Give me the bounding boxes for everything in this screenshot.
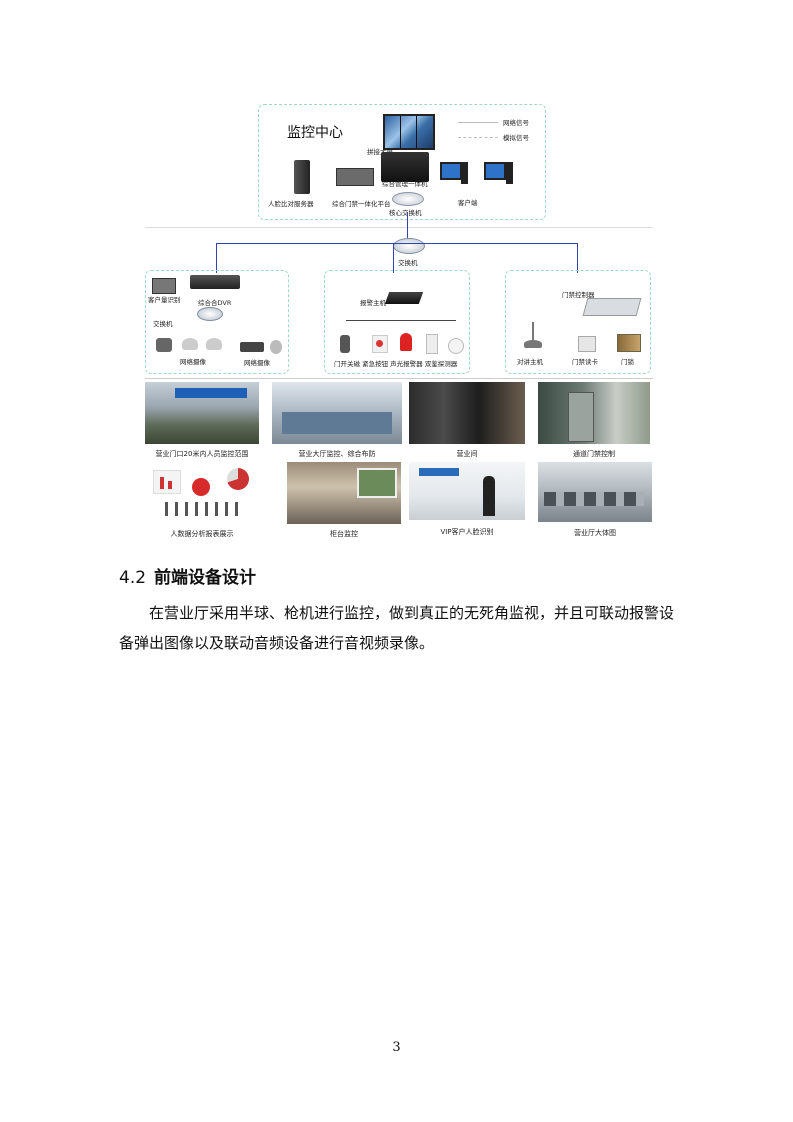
- body-paragraph: 在营业厅采用半球、枪机进行监控，做到真正的无死角监视，并且可联动报警设备弹出图像…: [119, 604, 675, 652]
- photo-lobby: [538, 462, 652, 522]
- strobe-alarm-label: 声光报警器: [390, 360, 423, 368]
- server-tower-icon: [294, 160, 310, 194]
- door-lock-icon: [617, 334, 641, 352]
- section-title: 前端设备设计: [154, 568, 257, 588]
- client-pc-tower-icon: [461, 162, 468, 184]
- dome-camera-icon: [182, 338, 198, 350]
- left-group-box: [145, 270, 289, 374]
- platform-device-icon: [336, 168, 374, 186]
- section-heading: 4.2 前端设备设计: [119, 563, 256, 588]
- monitoring-center-box: [258, 104, 546, 220]
- legend-network-label: 网络信号: [503, 119, 529, 127]
- smoke-detector-icon: [448, 338, 464, 354]
- door-sensor-icon: [340, 335, 350, 353]
- bus-drop-middle: [393, 243, 394, 273]
- core-switch-label: 核心交换机: [389, 209, 422, 217]
- caption-analytics: 人数据分析报表展示: [170, 530, 234, 538]
- left-switch-label: 交换机: [153, 320, 173, 328]
- middle-group-box: [324, 270, 470, 374]
- nvr-label: 综合管理一体机: [382, 180, 428, 188]
- right-group-box: [505, 270, 651, 374]
- caption-counter: 柜台监控: [330, 530, 358, 538]
- nvr-icon: [381, 152, 429, 182]
- section-number: 4.2: [119, 568, 147, 588]
- card-reader-icon: [578, 336, 596, 352]
- video-wall-label: 拼接大屏: [367, 148, 393, 156]
- legend-analog-label: 模拟信号: [503, 134, 529, 142]
- intercom-icon: [532, 322, 540, 344]
- alarm-devices-label: 门开关磁 紧急按钮 声光报警器 双鉴探测器: [334, 358, 457, 368]
- dome-camera-label: 网络摄像: [180, 358, 206, 366]
- dvr-icon: [190, 275, 240, 289]
- client-pc-tower-icon: [506, 162, 513, 184]
- door-lock-label: 门锁: [621, 358, 634, 366]
- emergency-button-label: 紧急按钮: [362, 360, 389, 368]
- photo-entrance: [145, 382, 259, 444]
- photo-vip: [409, 462, 525, 520]
- caption-vip: VIP客户人脸识别: [440, 528, 494, 536]
- dome-camera-icon: [206, 338, 222, 350]
- caption-hall: 营业大厅监控、综合布防: [298, 450, 376, 458]
- bus-line: [216, 243, 578, 244]
- bullet-camera-icon: [270, 340, 282, 354]
- access-controller-label: 门禁控制器: [562, 291, 595, 299]
- core-switch-icon: [392, 192, 424, 206]
- left-switch-icon: [197, 307, 223, 321]
- photo-counter: [287, 462, 401, 524]
- card-reader-label: 门禁读卡: [572, 358, 598, 366]
- pir-detector-label: 双鉴探测器: [424, 360, 458, 368]
- face-capture-label: 客户量识别: [148, 296, 181, 304]
- client-pc-icon: [484, 162, 506, 180]
- monitoring-center-title: 监控中心: [287, 125, 343, 141]
- client-pc-icon: [440, 162, 462, 180]
- bullet-camera-icon: [240, 342, 264, 352]
- caption-entrance: 营业门口20米内人员监控范围: [155, 450, 249, 458]
- main-switch-label: 交换机: [398, 259, 418, 267]
- caption-server-room: 营业间: [456, 450, 478, 458]
- photo-analytics: [145, 462, 259, 524]
- pir-detector-icon: [426, 334, 438, 354]
- client-label: 客户端: [458, 199, 478, 207]
- bus-drop-right: [577, 243, 578, 273]
- alarm-host-label: 报警主机: [360, 299, 386, 307]
- switch-uplink-line: [407, 212, 408, 238]
- legend-analog-line: [458, 137, 498, 138]
- face-server-label: 人脸比对服务器: [268, 200, 314, 208]
- photo-server-room: [409, 382, 525, 444]
- dome-camera-icon: [156, 338, 172, 352]
- access-controller-icon: [582, 298, 642, 316]
- bullet-camera-label: 网络摄像: [244, 359, 270, 367]
- photo-hall: [272, 382, 402, 444]
- video-wall-icon: [383, 114, 435, 150]
- access-platform-label: 综合门禁一体化平台: [332, 200, 391, 208]
- intercom-base-icon: [524, 340, 542, 348]
- dvr-label: 综合合DVR: [198, 299, 232, 307]
- face-capture-icon: [152, 278, 176, 294]
- divider-line: [145, 227, 653, 228]
- strobe-alarm-icon: [400, 333, 412, 351]
- page-number: 3: [392, 1040, 401, 1055]
- alarm-host-icon: [384, 292, 424, 304]
- alarm-bus-line: [346, 320, 456, 321]
- caption-lobby: 营业厅大体图: [574, 529, 616, 537]
- intercom-label: 对讲主机: [517, 358, 543, 366]
- main-switch-icon: [393, 238, 425, 254]
- photos-divider: [145, 378, 653, 379]
- bus-drop-left: [216, 243, 217, 273]
- door-sensor-label: 门开关磁: [334, 360, 360, 368]
- legend-network-line: [458, 122, 498, 123]
- caption-access-door: 通道门禁控制: [573, 450, 615, 458]
- emergency-button-icon: [372, 335, 388, 353]
- photo-access-door: [538, 382, 650, 444]
